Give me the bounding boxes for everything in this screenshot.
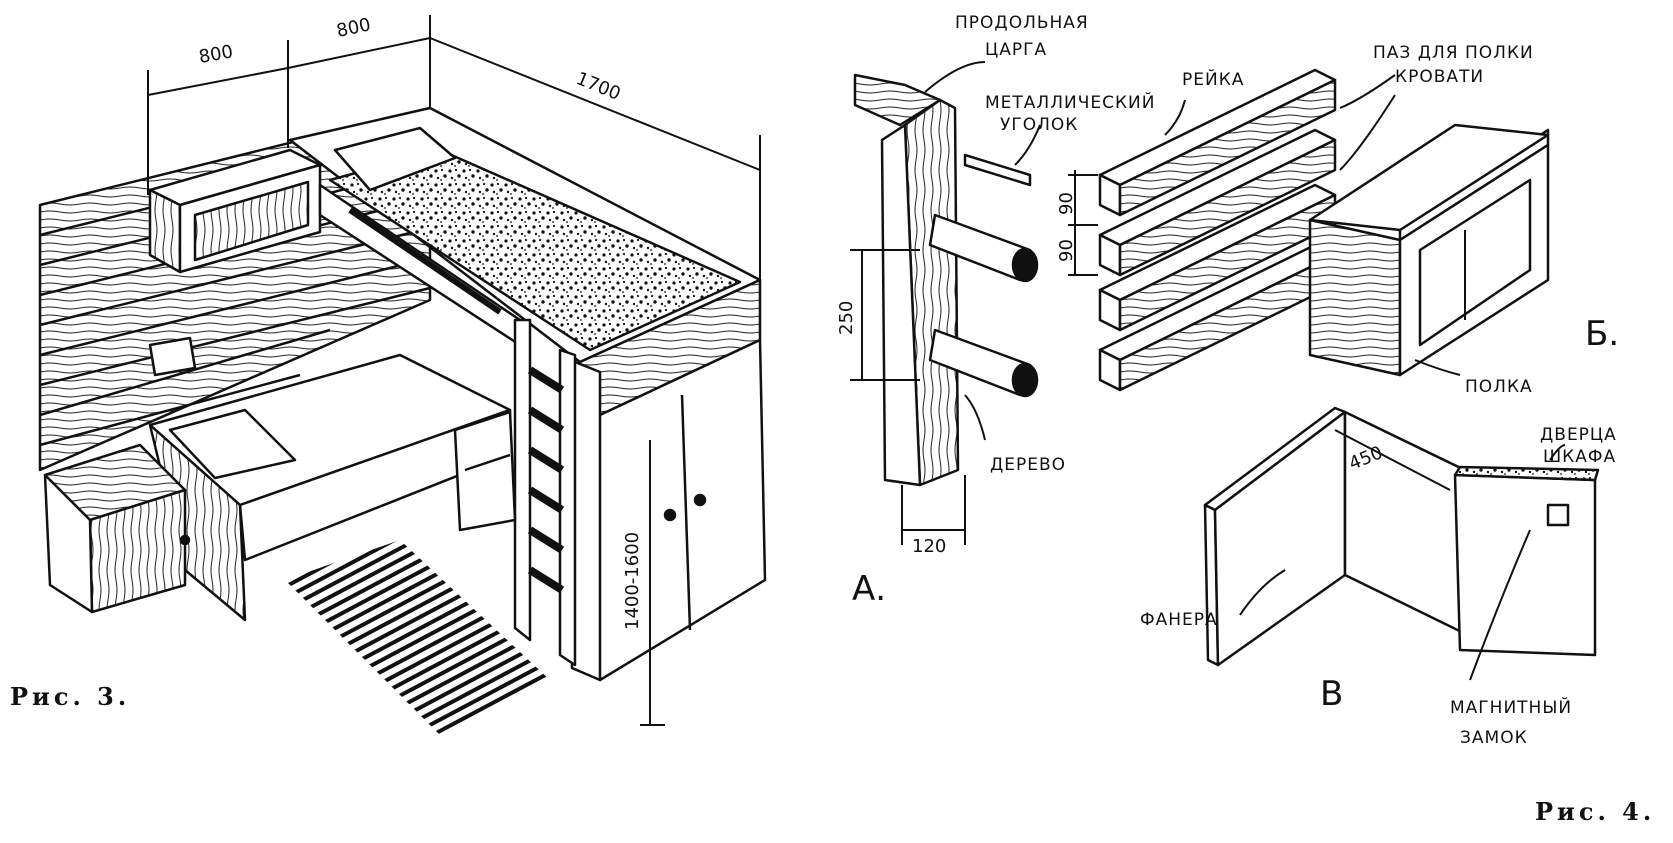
label-shelf: ПОЛКА [1465,377,1533,397]
label-lock-line1: МАГНИТНЫЙ [1450,696,1572,718]
label-groove-line1: ПАЗ ДЛЯ ПОЛКИ [1373,43,1534,63]
shelf-box [1308,123,1550,377]
dim-800-shelf: 800 [197,41,234,68]
wooden-peg-upper [928,213,1039,283]
label-groove-line2: КРОВАТИ [1395,67,1484,87]
lower-bed [148,353,512,622]
dim-250: 250 [836,301,857,335]
label-plywood: ФАНЕРА [1140,610,1218,630]
label-lock-line2: ЗАМОК [1460,728,1528,748]
panel-c-letter: В [1320,674,1343,714]
ladder [513,318,577,667]
label-angle-line1: МЕТАЛЛИЧЕСКИЙ [985,91,1155,113]
label-rail-line2: ЦАРГА [985,40,1047,60]
wall-cupboard [148,148,322,274]
dim-90-upper: 90 [1056,192,1077,215]
panel-b-drawing [1068,68,1550,392]
figure-3-caption: Рис. 3. [10,682,130,711]
slat-2 [1098,128,1337,277]
figure-4-caption: Рис. 4. [1535,797,1655,826]
dim-height: 1400-1600 [622,532,643,630]
dim-800-middle: 800 [335,14,373,42]
stool [453,410,517,532]
wooden-peg-lower [928,328,1039,398]
nightstand [43,443,191,614]
figure-3-dimension-lines [147,15,761,726]
label-door-line1: ДВЕРЦА [1540,425,1617,445]
loft-bed [288,106,762,424]
longitudinal-rail [853,73,942,127]
rug [285,540,550,735]
slat-4 [1098,243,1337,392]
metal-angle [963,153,1032,187]
dim-120: 120 [912,536,946,557]
magnetic-lock [1546,503,1570,527]
panel-a-letter: А. [852,569,886,609]
label-slat: РЕЙКА [1182,68,1244,90]
panel-a-drawing [850,61,1041,545]
dim-90-lower: 90 [1056,239,1077,262]
slat-1 [1098,68,1337,217]
label-angle-line2: УГОЛОК [1000,115,1078,135]
label-wood: ДЕРЕВО [990,455,1066,475]
figure-3-illustration [38,106,767,735]
panel-b-letter: Б. [1585,314,1619,354]
cabinet-door [1453,473,1597,657]
label-door-line2: ШКАФА [1543,447,1616,467]
wardrobe [568,338,767,682]
panel-c-drawing [1203,406,1600,681]
label-rail-line1: ПРОДОЛЬНАЯ [955,13,1089,33]
wall-lamp [148,336,197,377]
